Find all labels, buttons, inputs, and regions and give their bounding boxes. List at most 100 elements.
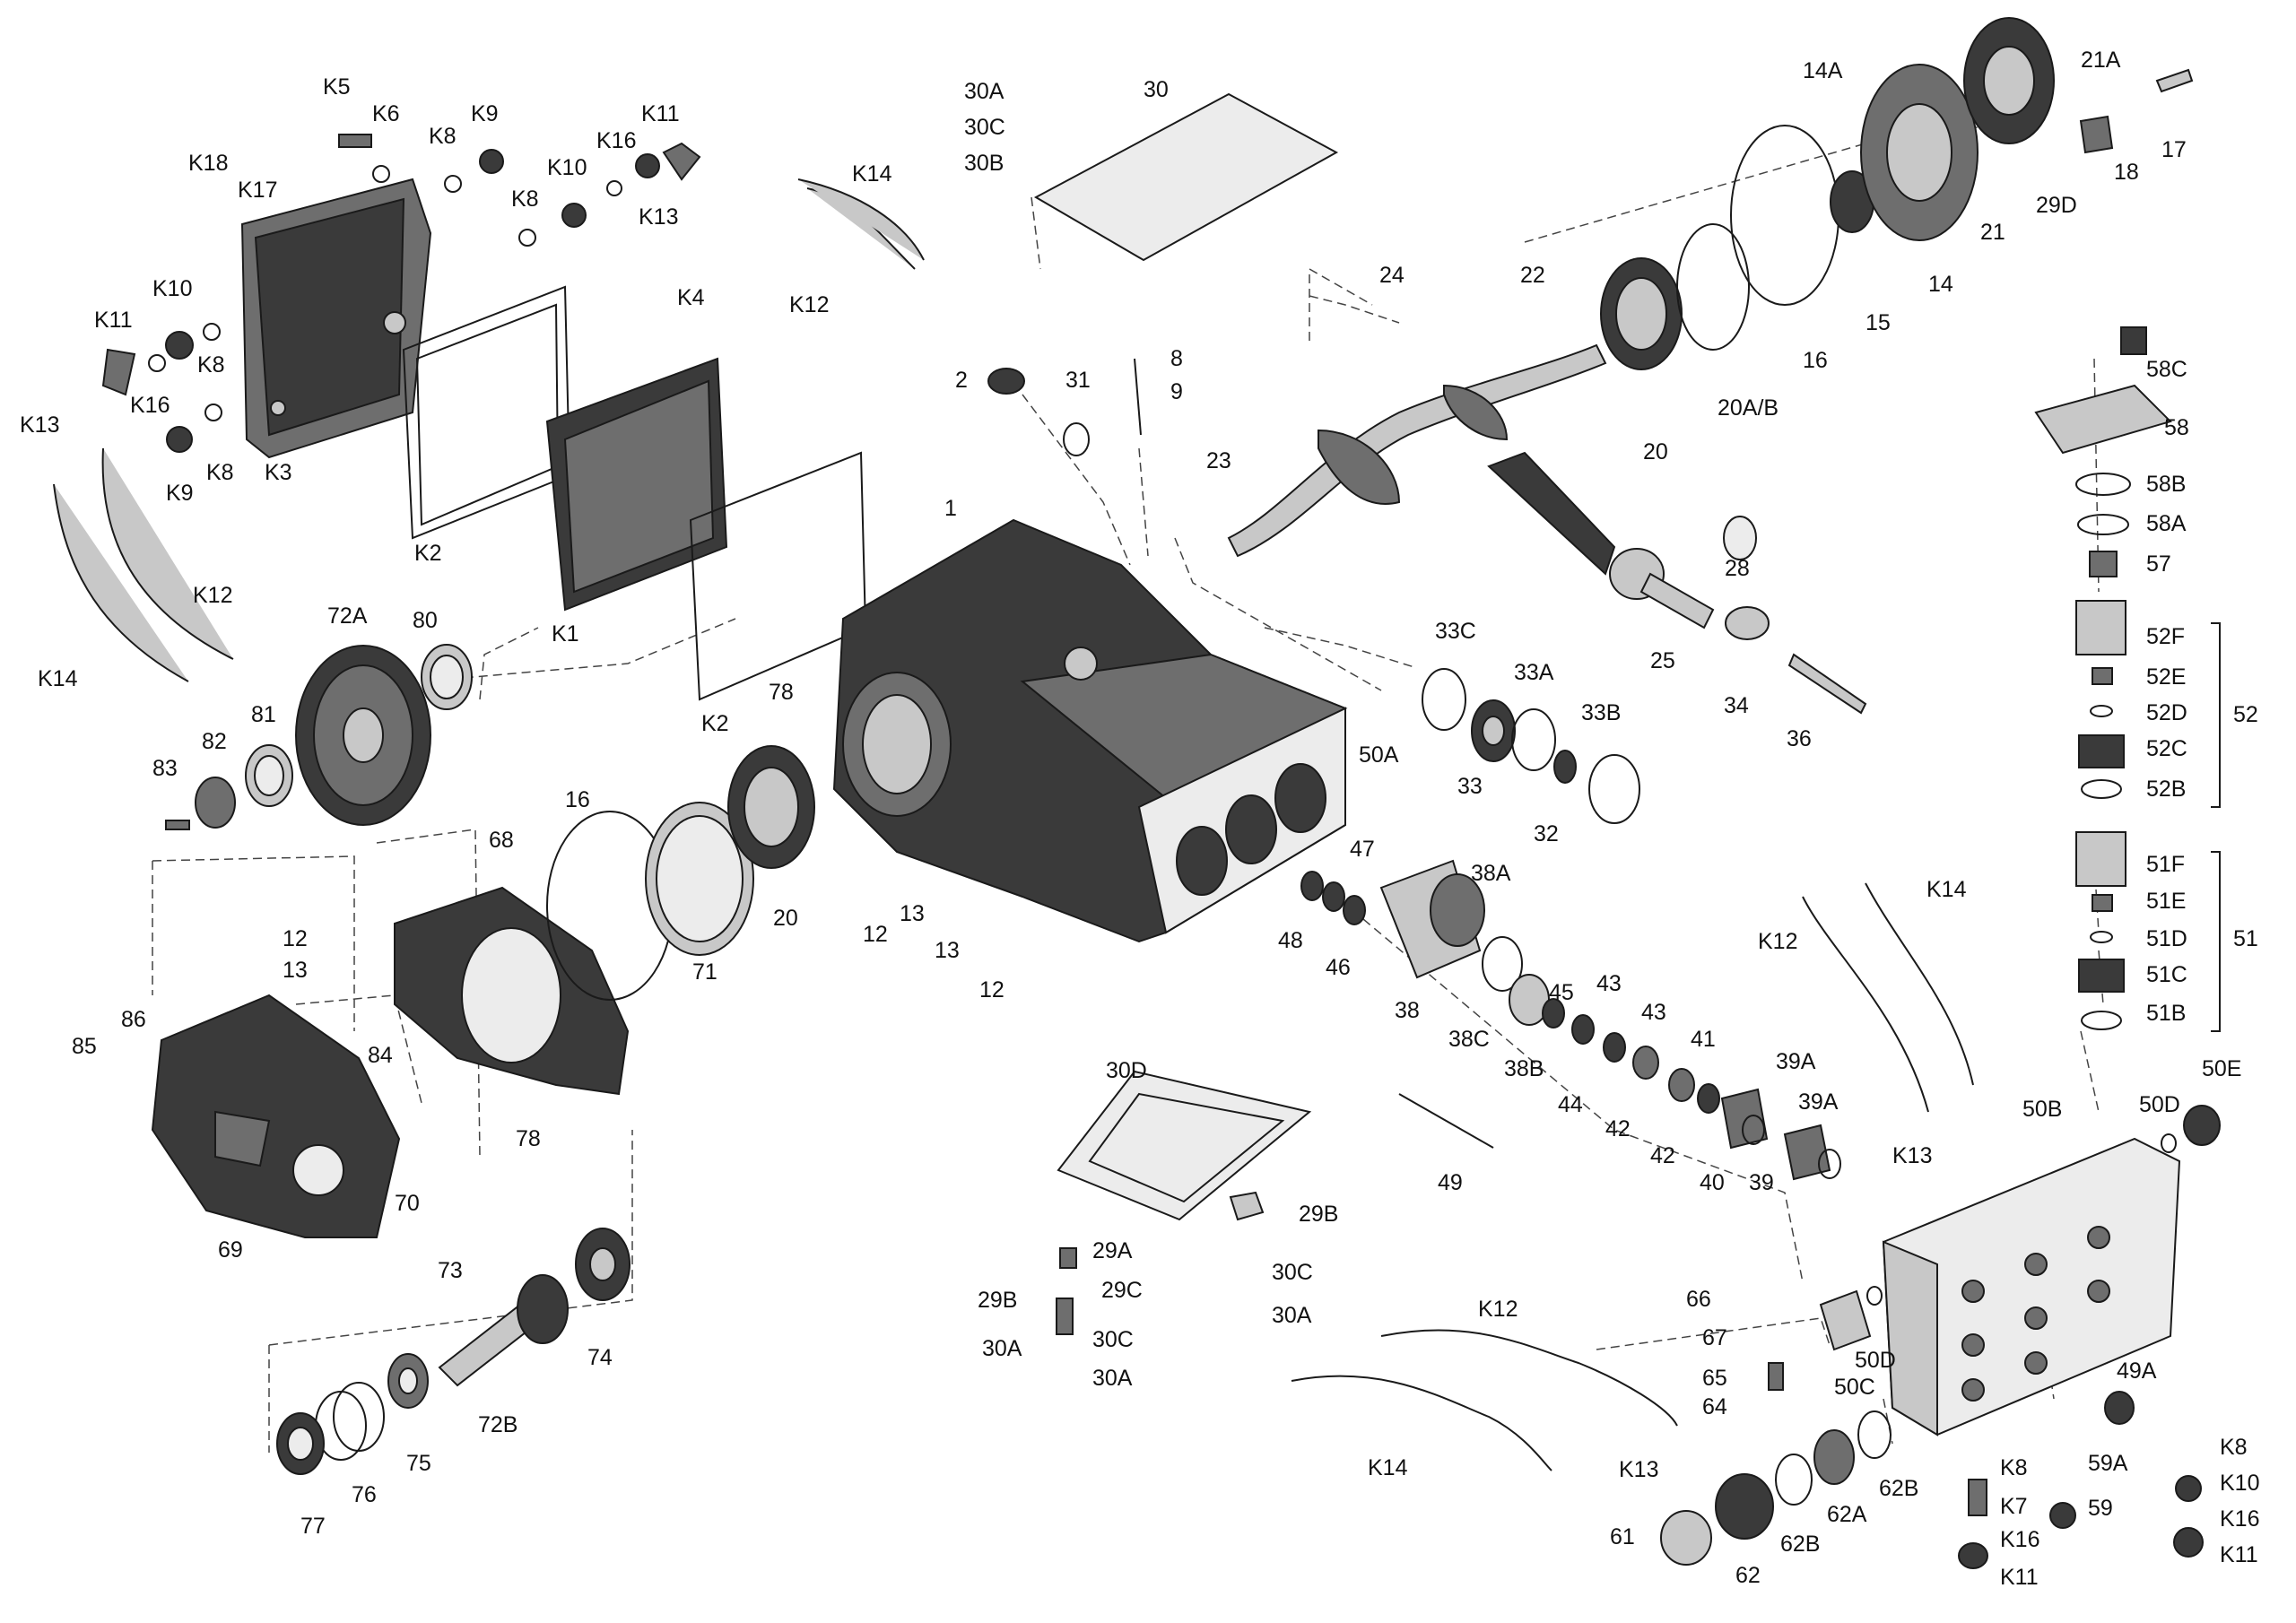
breather-2-and-eyebolt-31 [987,358,1142,456]
callout-K12: K12 [789,292,829,317]
callout-8: 8 [1170,346,1183,371]
bearings-80-81 [165,644,473,830]
callout-K2: K2 [701,711,729,736]
con-rod-25 [1487,451,1867,715]
callout-68: 68 [489,828,514,853]
callout-39A: 39A [1798,1089,1839,1115]
callout-K10: K10 [547,155,587,180]
callout-71: 71 [692,959,718,985]
callout-84: 84 [368,1043,393,1068]
callout-36: 36 [1787,726,1812,751]
callout-30C: 30C [1272,1260,1313,1285]
callout-21: 21 [1980,220,2005,245]
callout-K8: K8 [206,460,234,485]
callout-50D: 50D [2139,1092,2180,1117]
callout-85: 85 [72,1034,97,1059]
callout-58A: 58A [2146,511,2187,536]
callout-K8: K8 [2220,1435,2248,1460]
callout-labels: K5 K6 K8 K9 K10 K16 K11 K18 K17 K8 K13 K… [20,48,2259,1590]
pinion-shaft-72B [276,1228,631,1475]
crankcase-1 [832,518,1348,943]
callout-52E: 52E [2146,664,2186,690]
callout-K9: K9 [166,481,194,506]
rear-cover-K3 [240,178,432,459]
callout-50C: 50C [1834,1375,1875,1400]
callout-25: 25 [1650,648,1675,673]
callout-K13: K13 [1619,1457,1658,1482]
callout-52: 52 [2233,702,2258,727]
callout-38B: 38B [1504,1056,1544,1081]
callout-30A: 30A [1092,1366,1133,1391]
callout-41: 41 [1691,1027,1716,1052]
callout-K14: K14 [852,161,892,187]
callout-67: 67 [1702,1325,1727,1350]
callout-40: 40 [1700,1170,1725,1195]
callout-K16: K16 [596,128,636,153]
callout-K14: K14 [1926,877,1967,902]
callout-33A: 33A [1514,660,1554,685]
callout-31: 31 [1065,368,1091,393]
callout-73: 73 [438,1258,463,1283]
callout-K11: K11 [2000,1565,2039,1590]
fitting-cluster-left [101,134,701,453]
hoses-K12-K14-right [1291,882,1974,1471]
callout-K11: K11 [94,308,133,333]
callout-39A: 39A [1776,1049,1816,1074]
callout-15: 15 [1866,310,1891,335]
callout-K13: K13 [639,204,678,230]
callout-81: 81 [251,702,276,727]
callout-29B: 29B [978,1288,1017,1313]
callout-K16: K16 [130,393,170,418]
callout-72A: 72A [327,603,368,629]
callout-30A: 30A [1272,1303,1312,1328]
callout-20: 20 [773,906,798,931]
callout-K12: K12 [193,583,232,608]
callout-33C: 33C [1435,619,1476,644]
callout-64: 64 [1702,1394,1727,1419]
callout-20: 20 [1643,439,1668,464]
callout-65: 65 [1702,1366,1727,1391]
discharge-fittings [1660,1105,2221,1569]
callout-58: 58 [2164,415,2189,440]
callout-51E: 51E [2146,889,2186,914]
callout-78: 78 [769,680,794,705]
plunger-sleeve-38 [1379,859,1550,1026]
callout-61: 61 [1610,1524,1635,1549]
callout-77: 77 [300,1514,326,1539]
callout-51F: 51F [2146,852,2185,877]
packing-stack-39-48 [1300,871,1841,1181]
callout-K11: K11 [2220,1542,2258,1567]
callout-47: 47 [1350,837,1375,862]
plate-cover-30 [1033,92,1339,262]
callout-62: 62 [1735,1563,1761,1588]
callout-30A: 30A [982,1336,1022,1361]
callout-18: 18 [2114,160,2139,185]
callout-17: 17 [2161,137,2187,162]
callout-50E: 50E [2202,1056,2241,1081]
callout-42: 42 [1650,1143,1675,1168]
callout-29C: 29C [1101,1278,1143,1303]
callout-83: 83 [152,756,178,781]
callout-K8: K8 [197,352,225,378]
callout-K10: K10 [2220,1471,2259,1496]
callout-52F: 52F [2146,624,2185,649]
callout-14: 14 [1928,272,1953,297]
callout-51D: 51D [2146,926,2187,951]
callout-K9: K9 [471,101,499,126]
callout-K14: K14 [1368,1455,1408,1480]
callout-14A: 14A [1803,58,1843,83]
callout-28: 28 [1725,556,1750,581]
callout-30D: 30D [1106,1058,1147,1083]
callout-12: 12 [979,977,1004,1002]
callout-43: 43 [1596,971,1622,996]
callout-80: 80 [413,608,438,633]
drip-tray-30D [1056,1070,1312,1335]
callout-51: 51 [2233,926,2258,951]
callout-50A: 50A [1359,742,1399,768]
callout-K18: K18 [188,151,228,176]
callout-42: 42 [1605,1116,1631,1141]
callout-K7: K7 [2000,1494,2028,1519]
callout-K12: K12 [1478,1297,1518,1322]
callout-46: 46 [1326,955,1351,980]
